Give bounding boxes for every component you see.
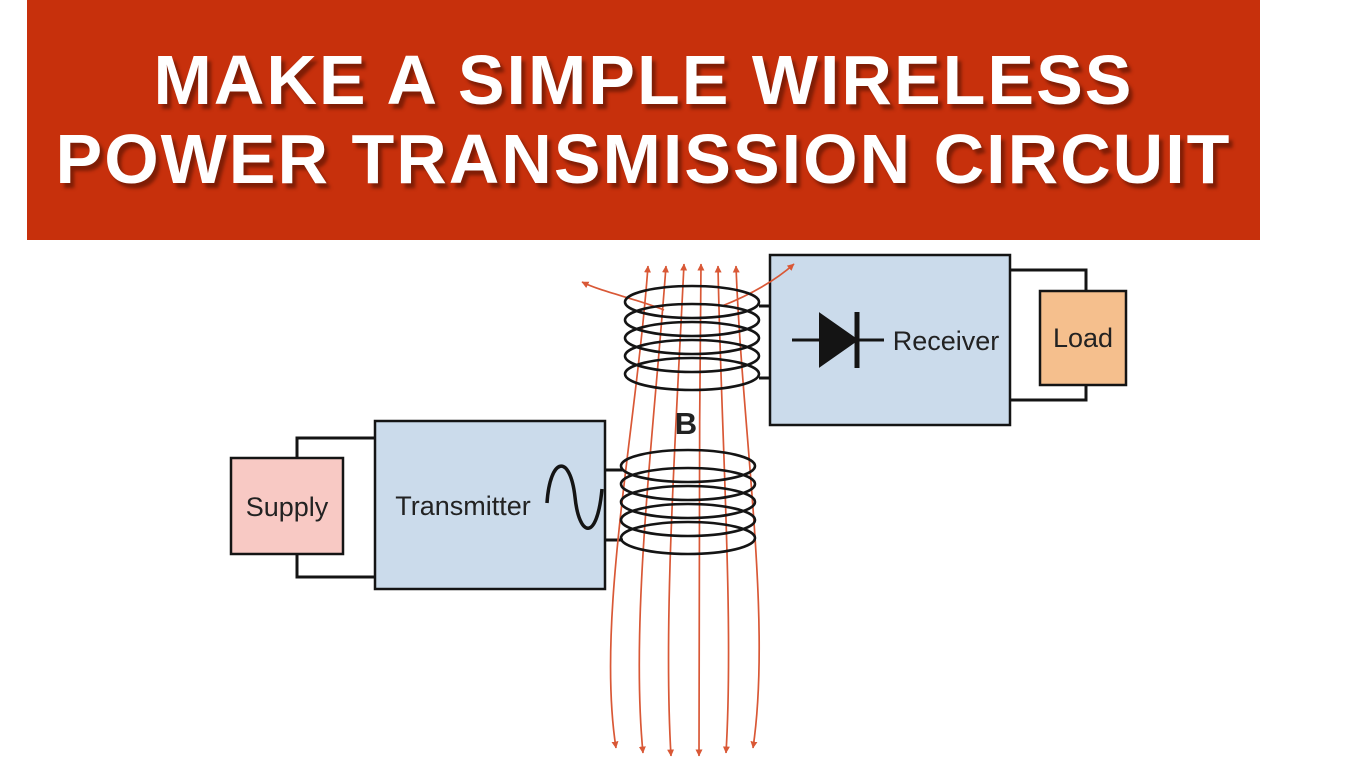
transmitter-label: Transmitter xyxy=(395,491,531,521)
field-label-b: B xyxy=(675,406,697,441)
load-box: Load xyxy=(1038,289,1128,387)
field-splay-left xyxy=(581,281,665,311)
title-banner: MAKE A SIMPLE WIRELESS POWER TRANSMISSIO… xyxy=(27,0,1260,240)
load-label: Load xyxy=(1053,323,1113,353)
magnetic-field-lines xyxy=(581,263,795,757)
title-line-2: POWER TRANSMISSION CIRCUIT xyxy=(55,120,1232,198)
transmitter-coil xyxy=(619,448,757,556)
title-line-1: MAKE A SIMPLE WIRELESS xyxy=(153,40,1134,119)
receiver-coil xyxy=(623,284,761,392)
supply-box: Supply xyxy=(229,456,345,556)
receiver-label: Receiver xyxy=(893,326,1000,356)
field-splay-right xyxy=(721,263,795,307)
receiver-box: Receiver xyxy=(768,253,1012,427)
sine-wave-icon xyxy=(545,464,604,530)
circuit-diagram: Supply Transmitter Receiver Load xyxy=(229,253,1128,757)
supply-label: Supply xyxy=(246,492,329,522)
transmitter-box: Transmitter xyxy=(373,419,607,591)
diode-icon xyxy=(792,312,884,368)
